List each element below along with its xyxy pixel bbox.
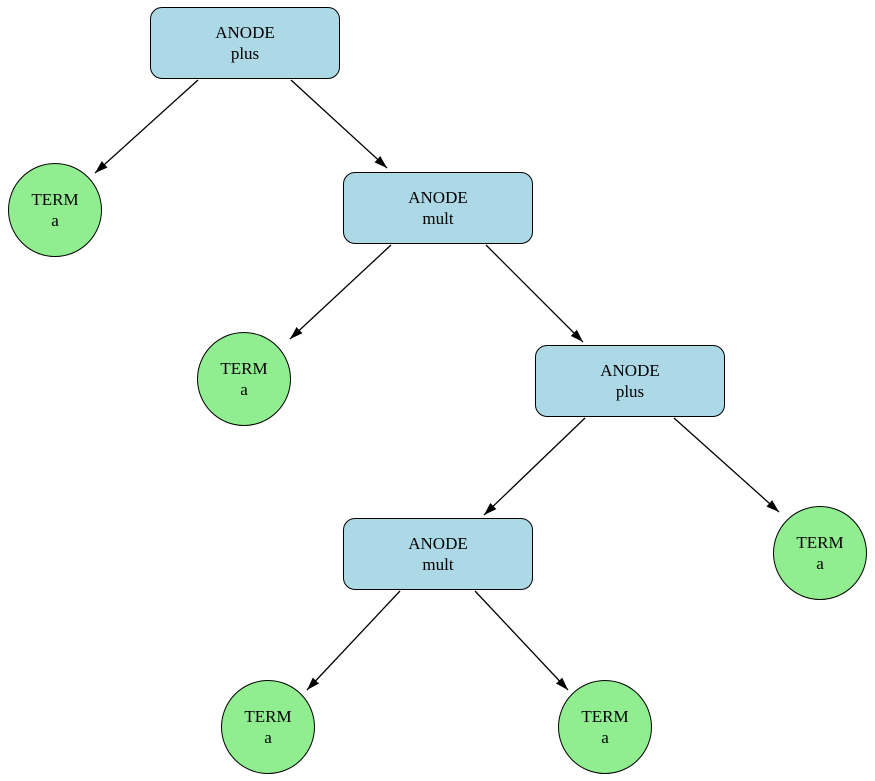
node-type-label: ANODE [408,188,468,207]
node-type-label: TERM [220,359,268,378]
node-type-label: ANODE [408,534,468,553]
node-type-label: TERM [581,707,629,726]
node-type-label: TERM [244,707,292,726]
node-value-label: a [240,380,248,399]
edge-mult2-to-term5 [474,590,569,691]
tree-node-anode-plus-root: ANODE plus [150,7,340,79]
edge-root-to-mult1 [290,79,388,169]
node-value-label: a [264,728,272,747]
edge-root-to-term1 [94,79,199,174]
edge-plus2-to-mult2 [483,417,586,516]
node-type-label: TERM [796,533,844,552]
tree-node-term-4: TERM a [221,680,315,774]
node-type-label: ANODE [215,23,275,42]
tree-node-term-5: TERM a [558,680,652,774]
node-value-label: plus [230,44,260,63]
node-type-label: TERM [31,190,79,209]
tree-node-anode-plus-2: ANODE plus [535,345,725,417]
tree-node-anode-mult-2: ANODE mult [343,518,533,590]
tree-node-term-2: TERM a [197,332,291,426]
node-value-label: mult [422,209,454,228]
node-value-label: plus [615,382,645,401]
node-value-label: a [601,728,609,747]
tree-node-anode-mult-1: ANODE mult [343,172,533,244]
node-type-label: ANODE [600,361,660,380]
tree-node-term-1: TERM a [8,163,102,257]
edge-mult2-to-term4 [306,590,401,691]
node-value-label: mult [422,555,454,574]
tree-node-term-3: TERM a [773,506,867,600]
node-value-label: a [816,554,824,573]
edge-plus2-to-term3 [673,417,780,513]
edge-mult1-to-plus2 [485,244,584,343]
node-value-label: a [51,211,59,230]
edge-mult1-to-term2 [289,244,392,340]
